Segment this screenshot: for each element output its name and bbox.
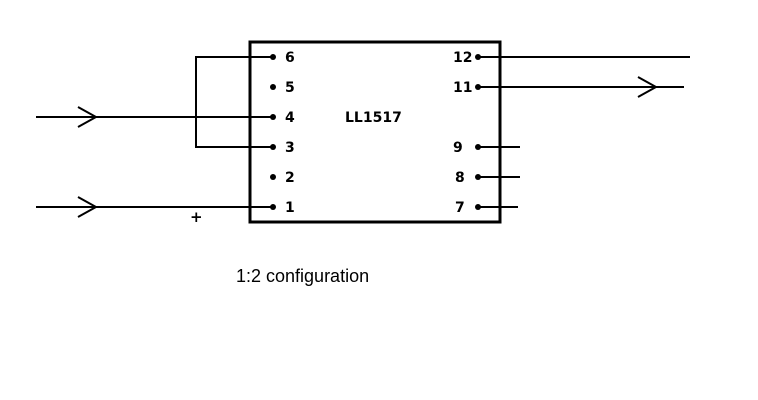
pin-3-label: 3 [285, 140, 295, 156]
pin-2-label: 2 [285, 170, 295, 186]
diagram-caption: 1:2 configuration [236, 266, 369, 286]
jumper-6-to-3 [195, 56, 273, 148]
chip-body [248, 40, 502, 224]
input-arrow-pin-1 [77, 196, 99, 218]
output-arrow-pin-11 [637, 76, 659, 98]
pin-2-dot [270, 174, 276, 180]
pin-9-label: 9 [453, 140, 463, 156]
pin-5-label: 5 [285, 80, 295, 96]
pin-5-dot [270, 84, 276, 90]
pin-1-label: 1 [285, 200, 295, 216]
polarity-mark: + [190, 208, 203, 226]
pin-11-label: 11 [453, 80, 472, 96]
pin-8-label: 8 [455, 170, 465, 186]
pin-4-label: 4 [285, 110, 295, 126]
chip-label: LL1517 [345, 110, 402, 126]
pin-6-label: 6 [285, 50, 295, 66]
pin-12-label: 12 [453, 50, 472, 66]
pin-7-label: 7 [455, 200, 465, 216]
input-arrow-pin-4 [77, 106, 99, 128]
